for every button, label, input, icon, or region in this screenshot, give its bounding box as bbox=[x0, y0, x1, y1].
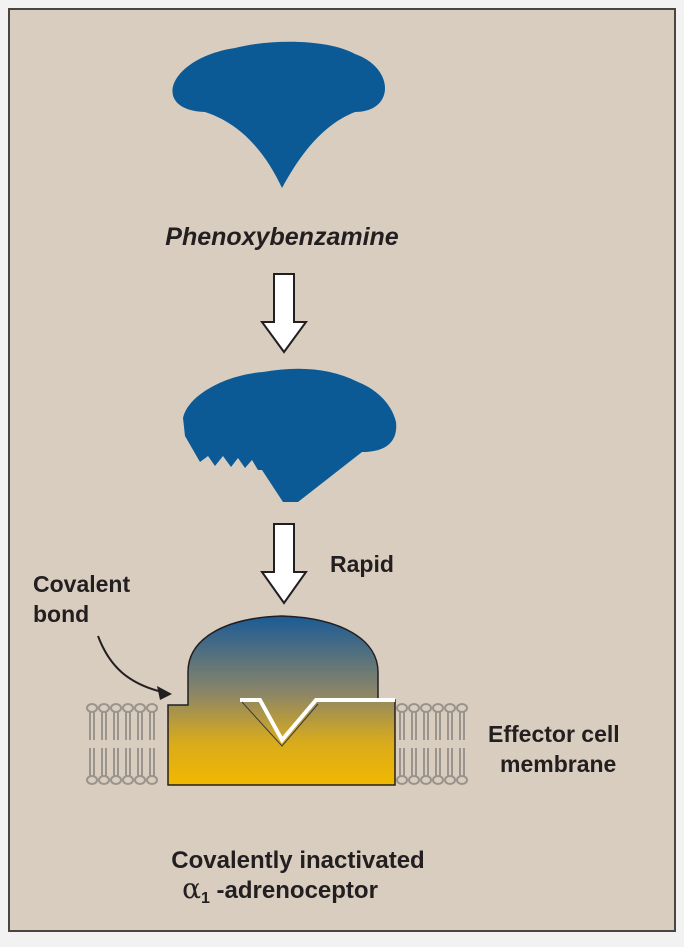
bond-pointer-arrow bbox=[97, 635, 163, 693]
phenoxybenzamine-molecule bbox=[172, 41, 385, 188]
membrane-left bbox=[86, 703, 158, 785]
alpha1-adrenoceptor bbox=[167, 615, 396, 786]
membrane-right bbox=[396, 703, 468, 785]
binding-site-notch bbox=[240, 698, 395, 744]
covalent-bond-label-line2: bond bbox=[33, 601, 89, 627]
alpha-subscript: 1 bbox=[201, 890, 210, 907]
rate-label: Rapid bbox=[330, 551, 394, 577]
drug-name-label: Phenoxybenzamine bbox=[165, 223, 398, 251]
down-arrow-2 bbox=[260, 523, 308, 605]
binding-site-notch-outline bbox=[241, 701, 319, 747]
membrane-label-line2: membrane bbox=[500, 751, 616, 777]
receptor-label-line2: α1 -adrenoceptor bbox=[182, 872, 378, 907]
covalent-bond-label-line1: Covalent bbox=[33, 571, 130, 597]
alpha-symbol: α bbox=[182, 872, 201, 905]
receptor-name-suffix: -adrenoceptor bbox=[210, 877, 378, 904]
membrane-label-line1: Effector cell bbox=[488, 721, 620, 747]
receptor-label-line1: Covalently inactivated bbox=[171, 847, 424, 874]
activated-drug-molecule bbox=[183, 368, 397, 502]
down-arrow-1 bbox=[260, 273, 308, 354]
bond-pointer-arrowhead bbox=[157, 686, 172, 700]
